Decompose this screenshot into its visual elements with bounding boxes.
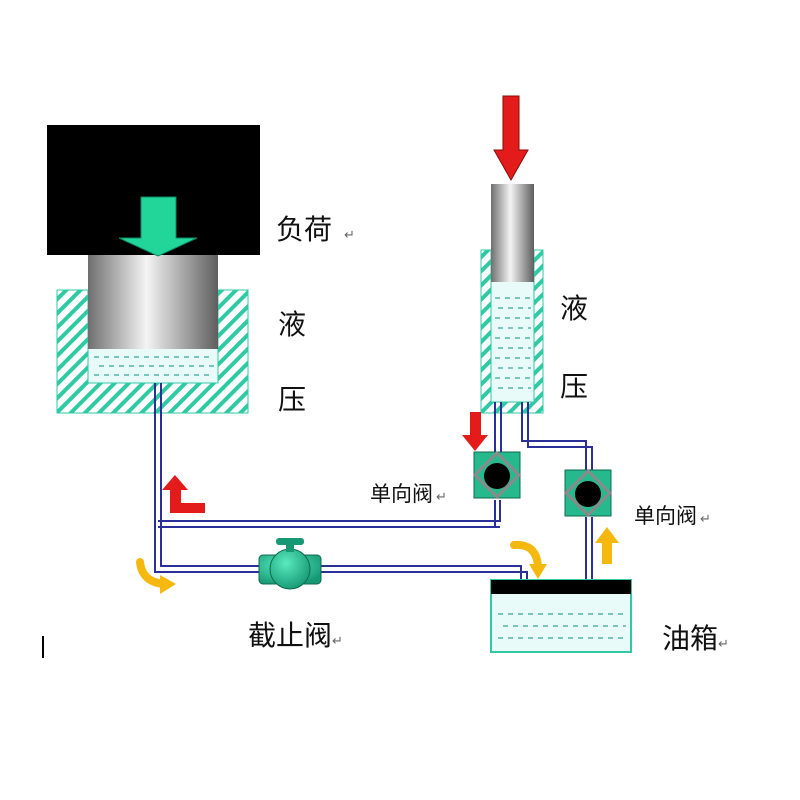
flow-arrow-yellow-bottom-left-head	[160, 575, 176, 594]
small-piston	[491, 184, 534, 282]
oil-tank-label: 油箱	[662, 622, 718, 655]
small-piston-down-arrow	[493, 95, 529, 182]
pipe-big-cylinder-outlet	[154, 383, 262, 573]
pipe-to-left-check-valve	[158, 500, 501, 522]
load-label: 负荷	[276, 213, 332, 246]
stop-valve-return-mark: ↵	[332, 634, 343, 649]
stop-valve	[258, 538, 322, 590]
check-valve-right	[563, 468, 613, 518]
check-valve-right-return-mark: ↵	[700, 512, 711, 527]
check-valve-right-label: 单向阀	[634, 504, 697, 528]
big-cylinder	[56, 252, 249, 414]
check-valve-left-label: 单向阀	[370, 482, 433, 506]
load-down-arrow	[118, 196, 198, 257]
oil-tank	[490, 579, 632, 653]
check-valve-left-red-arrow	[462, 412, 488, 451]
check-valve-right-yellow-arrow	[595, 527, 619, 564]
load-label-return-mark: ↵	[344, 228, 355, 243]
small-cylinder-oil-dashes	[495, 297, 531, 389]
small-cylinder-press-label: 压	[560, 370, 588, 403]
check-valve-left-return-mark: ↵	[436, 490, 447, 505]
flow-arrow-red-elbow	[162, 475, 205, 513]
check-valve-left	[472, 450, 522, 500]
big-cylinder-liquid-label: 液	[278, 308, 306, 341]
small-cylinder	[480, 184, 544, 414]
flow-arrow-yellow-tank	[510, 540, 542, 570]
stop-valve-label: 截止阀	[248, 619, 332, 652]
flow-arrow-yellow-tank-head	[529, 564, 547, 579]
oil-tank-dashes	[498, 613, 626, 639]
small-cylinder-liquid-label: 液	[560, 292, 588, 325]
oil-tank-return-mark: ↵	[718, 637, 729, 652]
big-piston	[88, 252, 218, 349]
text-cursor	[42, 636, 44, 658]
big-cylinder-oil-dashes	[94, 356, 214, 376]
big-cylinder-press-label: 压	[278, 383, 306, 416]
pipe-small-cylinder-to-right-check-valve	[521, 402, 587, 470]
